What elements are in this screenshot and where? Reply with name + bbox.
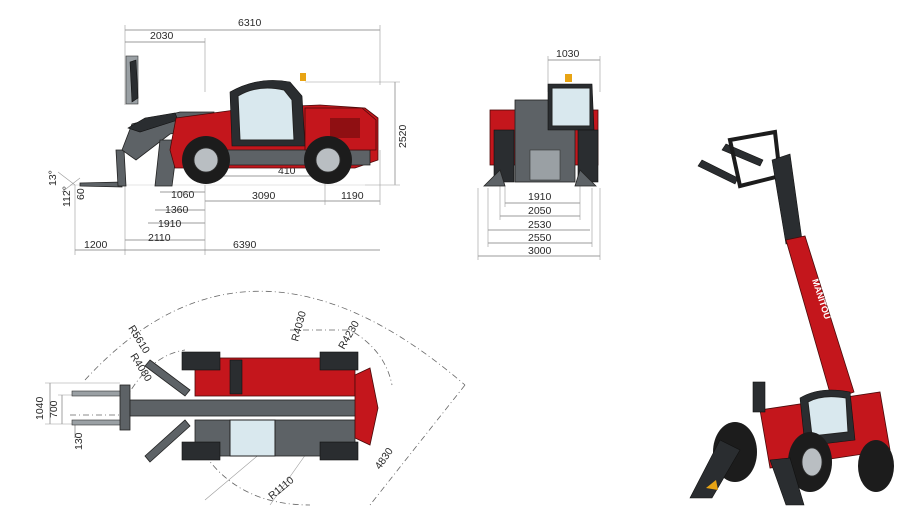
dim-front-overhang: 2030 bbox=[150, 30, 174, 42]
dim-front-2550: 2550 bbox=[528, 232, 552, 244]
dim-fork-height: 60 bbox=[75, 188, 87, 200]
dim-front-3000: 3000 bbox=[528, 245, 552, 257]
dim-front-1910: 1910 bbox=[528, 191, 552, 203]
dim-front-2530: 2530 bbox=[528, 219, 552, 231]
dim-4830: 4830 bbox=[373, 446, 396, 472]
dim-tilt-angle: 112° bbox=[61, 186, 73, 207]
dim-cab-height: 2520 bbox=[397, 124, 409, 148]
dim-top-width: 1030 bbox=[556, 48, 580, 60]
dim-1060: 1060 bbox=[171, 189, 195, 201]
dim-130: 130 bbox=[73, 432, 85, 450]
side-view-dimensions: 6310 2030 2520 410 1060 3090 1190 1360 bbox=[47, 17, 409, 255]
telehandler-photo: MANITOU bbox=[689, 129, 894, 506]
dim-2110: 2110 bbox=[148, 232, 171, 244]
front-view-dimensions: 1030 1910 2050 2530 2550 3000 bbox=[477, 48, 601, 260]
dim-700: 700 bbox=[48, 400, 60, 418]
top-view-machine bbox=[71, 351, 379, 463]
dim-1910: 1910 bbox=[158, 218, 182, 230]
side-view-machine bbox=[79, 55, 379, 188]
dim-overall-length: 6310 bbox=[238, 17, 262, 29]
dim-r4030: R4030 bbox=[289, 310, 309, 343]
dim-fork-length: 1200 bbox=[84, 239, 108, 251]
dim-fork-angle: 13° bbox=[47, 170, 59, 186]
dim-1360: 1360 bbox=[165, 204, 189, 216]
turning-arc-outer bbox=[84, 290, 466, 386]
front-view-machine bbox=[483, 74, 599, 187]
top-view: R5610 R4080 R4030 R4230 R1110 4830 1040 … bbox=[34, 290, 466, 506]
dim-front-2050: 2050 bbox=[528, 205, 552, 217]
dim-r1110: R1110 bbox=[266, 474, 296, 502]
dim-wheelbase: 3090 bbox=[252, 190, 276, 202]
side-view: 6310 2030 2520 410 1060 3090 1190 1360 bbox=[47, 17, 409, 255]
front-view: 1030 1910 2050 2530 2550 3000 bbox=[477, 48, 601, 260]
dim-rear-overhang: 1190 bbox=[341, 190, 364, 202]
dim-1040: 1040 bbox=[34, 396, 46, 420]
dim-r5610: R5610 bbox=[125, 323, 152, 356]
dim-length-to-carriage: 6390 bbox=[233, 239, 257, 251]
